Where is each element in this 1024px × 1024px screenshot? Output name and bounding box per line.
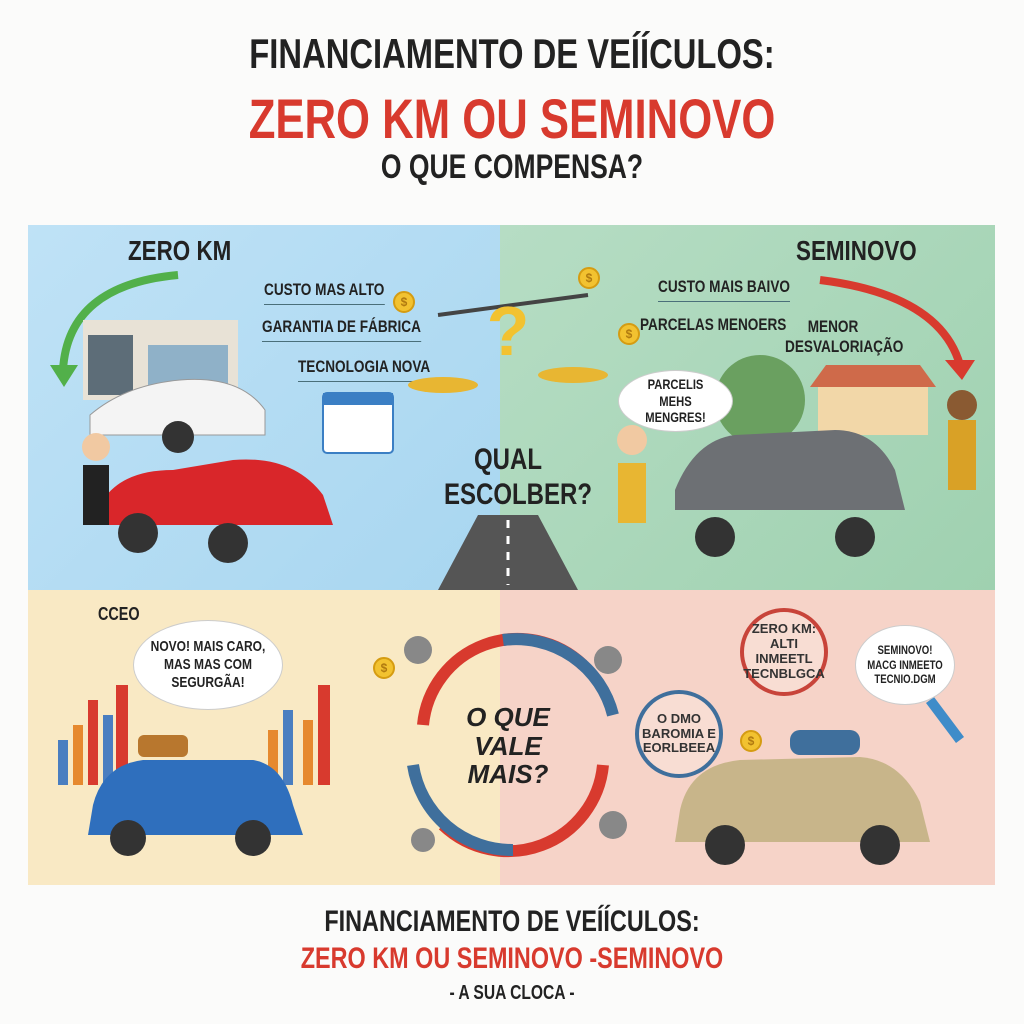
man-icon <box>618 463 646 523</box>
blue-stamp: O DMO BAROMIA E EORLBEEA <box>635 690 723 778</box>
red-arrow-icon <box>819 276 964 367</box>
footer-tagline: - A SUA CLOCA - <box>449 982 575 1004</box>
green-arrow-icon <box>59 271 179 371</box>
zero-km-point: GARANTIA DE FÁBRICA <box>262 317 421 342</box>
seminovo-point: CUSTO MAIS BAIVO <box>658 277 790 302</box>
question-mark-icon: ? <box>487 292 530 370</box>
seminovo-illustration <box>617 276 977 557</box>
coin-icon: $ <box>578 267 600 289</box>
blue-suv-icon <box>88 760 303 835</box>
speech-bubble: NOVO! MAIS CARO, MAS MAS COM SEGURGÃA! <box>133 620 283 710</box>
page-title-highlight: ZERO KM OU SEMINOVO <box>248 87 776 150</box>
balance-scale-icon <box>437 293 589 317</box>
cycle-arrows-icon <box>404 632 627 858</box>
coin-icon: $ <box>618 323 640 345</box>
footer-title: FINANCIAMENTO DE VEÍÍCULOS: <box>324 905 700 938</box>
seminovo-point: MENOR DESVALORIAÇÃO <box>785 317 904 356</box>
zero-km-heading: ZERO KM <box>128 235 232 266</box>
gear-icon <box>594 646 622 674</box>
bottom-left-heading: CCEO <box>98 604 140 624</box>
red-stamp: ZERO KM: ALTI INMEETL TECNBLGCA <box>740 608 828 696</box>
red-convertible-icon <box>103 459 333 525</box>
luggage-icon <box>138 735 188 757</box>
footer-highlight: ZERO KM OU SEMINOVO -SEMINOVO <box>300 942 724 975</box>
gear-icon <box>404 636 432 664</box>
zero-km-point: TECNOLOGIA NOVA <box>298 357 431 382</box>
bar-chart-icon <box>58 685 128 785</box>
woman-icon <box>948 420 976 490</box>
seminovo-heading: SEMINOVO <box>796 235 917 266</box>
page-title: FINANCIAMENTO DE VEÍÍCULOS: <box>249 30 775 77</box>
zero-km-illustration <box>50 271 394 563</box>
speech-bubble: SEMINOVO! MACG INMEETO TECNIO.DGM <box>855 625 955 705</box>
seminovo-point: PARCELAS MENOERS <box>640 315 787 334</box>
zero-km-quadrant: ZERO KM CUSTO MAS ALTO GARANTIA DE FÁBRI… <box>28 225 500 590</box>
zero-km-point: CUSTO MAS ALTO <box>264 280 385 305</box>
bottom-right-quadrant: ZERO KM: ALTI INMEETL TECNBLGCA O DMO BA… <box>500 590 995 885</box>
bottom-left-illustration <box>58 685 330 856</box>
house-icon <box>818 385 928 435</box>
infographic-panel: ZERO KM CUSTO MAS ALTO GARANTIA DE FÁBRI… <box>28 225 995 885</box>
page-subtitle: O QUE COMPENSA? <box>380 148 644 186</box>
coin-icon: $ <box>393 291 415 313</box>
bar-chart-icon <box>268 685 330 785</box>
gear-icon <box>411 828 435 852</box>
seminovo-quadrant: SEMINOVO CUSTO MAIS BAIVO PARCELAS MENOE… <box>500 225 995 590</box>
collage-car-icon <box>675 757 930 842</box>
gray-suv-icon <box>675 430 905 510</box>
coin-icon: $ <box>373 657 395 679</box>
cycle-question: O QUE VALE MAIS? <box>466 702 550 790</box>
gear-icon <box>599 811 627 839</box>
coin-icon: $ <box>740 730 762 752</box>
salesman-icon <box>83 465 109 525</box>
white-car-icon <box>89 378 266 436</box>
speech-bubble: PARCELIS MEHS MENGRES! <box>618 370 733 432</box>
center-question: QUAL ESCOLBER? <box>444 443 593 511</box>
bottom-right-illustration <box>675 697 964 865</box>
center-illustration: ? <box>408 292 608 590</box>
